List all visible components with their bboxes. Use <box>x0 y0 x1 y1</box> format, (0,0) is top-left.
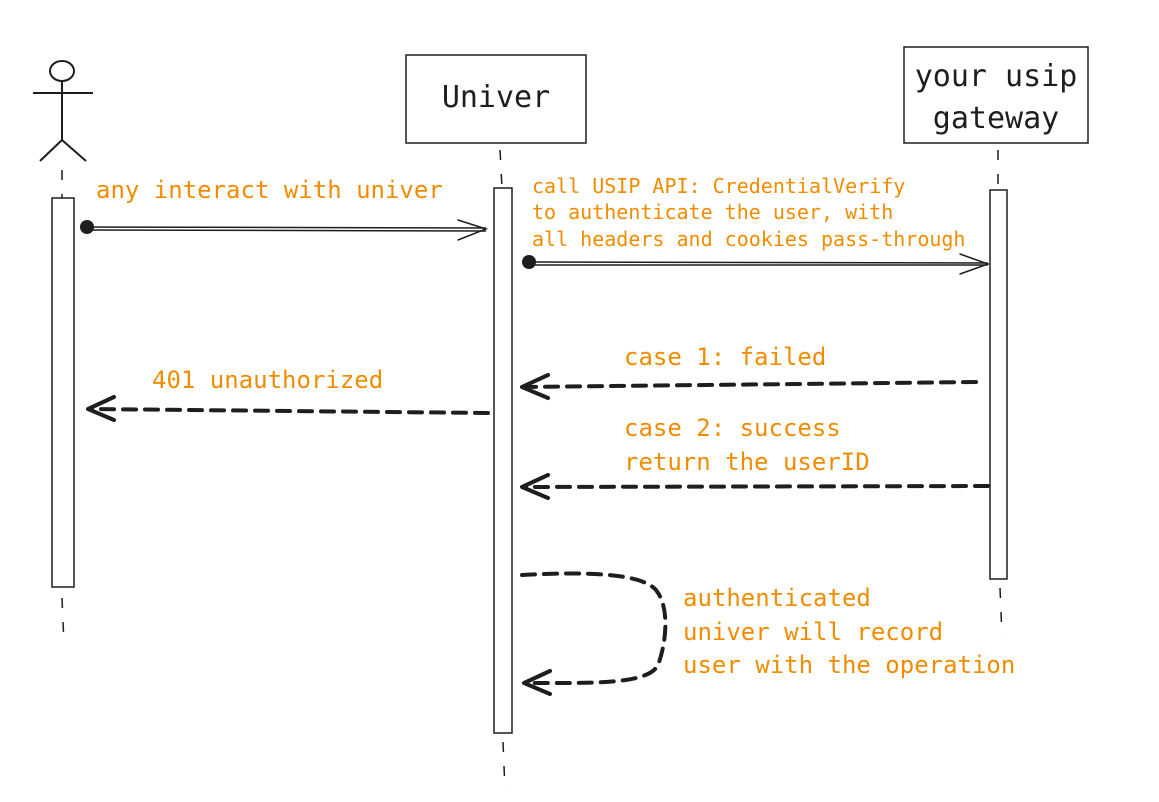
participant-univer-label: Univer <box>442 80 550 115</box>
participant-gateway: your usip gateway <box>903 46 1089 144</box>
message-case-success-label-line2: return the userID <box>624 448 870 476</box>
message-credential-verify-label-line1: call USIP API: CredentialVerify <box>532 174 905 198</box>
participant-gateway-label-line1: your usip <box>915 59 1078 94</box>
lifeline-gateway-bottom <box>999 587 1003 637</box>
message-self-record-label-line2: univer will record <box>683 618 943 646</box>
message-self-record: authenticated univer will record user wi… <box>520 571 1015 696</box>
lifeline-univer <box>499 149 503 189</box>
lifeline-actor-bottom <box>61 597 65 646</box>
activation-bar-univer <box>493 187 513 734</box>
actor-user-icon <box>33 60 93 162</box>
message-self-record-label-line3: user with the operation <box>683 651 1015 679</box>
message-self-record-label-line1: authenticated <box>683 584 871 612</box>
message-credential-verify-label-line3: all headers and cookies pass-through <box>532 227 965 251</box>
message-credential-verify-label-line2: to authenticate the user, with <box>532 200 893 224</box>
message-credential-verify: call USIP API: CredentialVerify to authe… <box>522 174 991 275</box>
participant-gateway-label-line2: gateway <box>933 101 1059 136</box>
message-interact-label: any interact with univer <box>96 176 443 204</box>
message-case-failed-label: case 1: failed <box>624 343 826 371</box>
message-unauthorized-label: 401 unauthorized <box>152 366 383 394</box>
activation-bar-gateway <box>989 189 1008 580</box>
message-case-failed: case 1: failed <box>520 343 978 400</box>
message-case-success-label-line1: case 2: success <box>624 414 841 442</box>
message-case-success: case 2: success return the userID <box>520 414 990 500</box>
message-interact: any interact with univer <box>80 176 489 241</box>
participant-univer: Univer <box>405 54 587 144</box>
activation-bar-actor <box>51 197 75 588</box>
message-unauthorized: 401 unauthorized <box>86 366 490 422</box>
lifeline-univer-bottom <box>502 741 506 791</box>
